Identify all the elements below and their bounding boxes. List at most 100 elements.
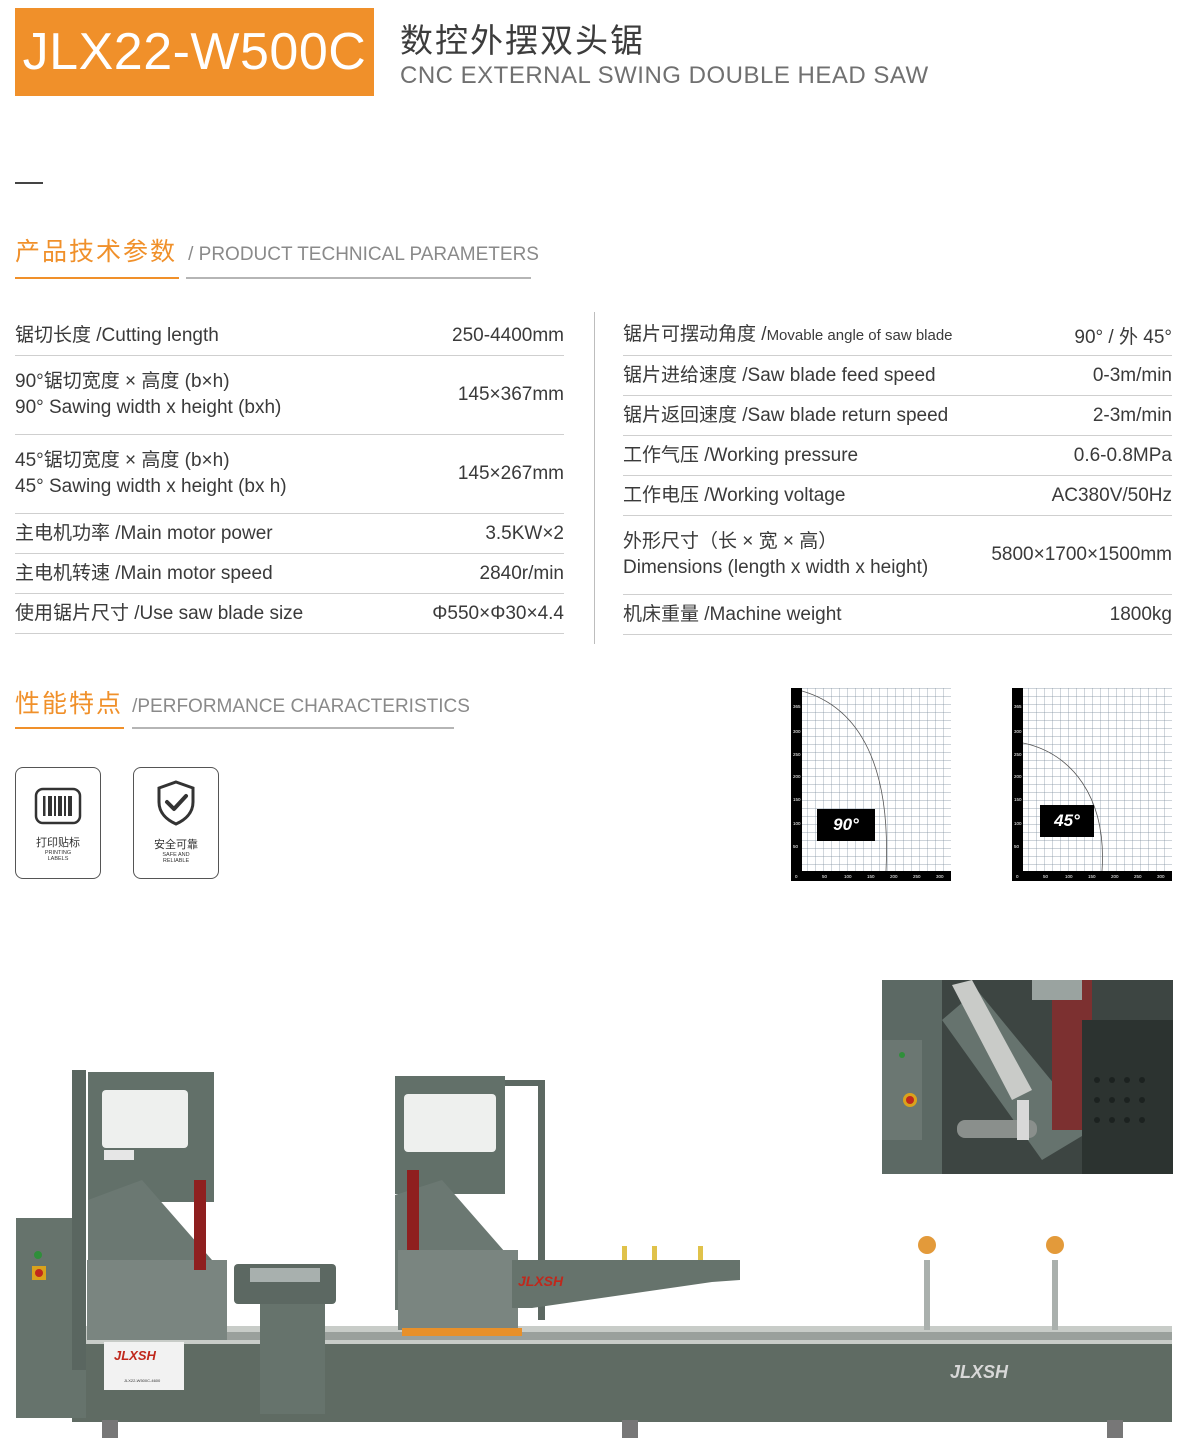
x-tick: 250 (913, 874, 921, 879)
y-tick: 250 (793, 752, 801, 757)
x-tick: 250 (1134, 874, 1142, 879)
param-value: 2840r/min (479, 562, 565, 584)
param-label-en: 90° Sawing width x height (bxh) (15, 397, 282, 418)
params-section-heading: 产品技术参数 / PRODUCT TECHNICAL PARAMETERS (15, 232, 539, 268)
x-tick: 300 (936, 874, 944, 879)
perf-title-en: /PERFORMANCE CHARACTERISTICS (132, 696, 470, 717)
machine-photo: JLXSH JLXSH JLXSH JLX22-W500C-4600 (12, 1060, 1177, 1445)
column-divider (594, 312, 595, 644)
perf-underline-grey (132, 727, 454, 729)
grid-graph: 365 300 250 200 150 100 50 0 50 100 150 … (791, 688, 951, 881)
y-tick: 150 (1014, 797, 1022, 802)
x-tick: 200 (890, 874, 898, 879)
plate-model-text: JLX22-W500C-4600 (124, 1378, 161, 1383)
x-tick: 50 (822, 874, 828, 879)
param-label: 机床重量 /Machine weight (623, 603, 842, 625)
param-value: 90° / 外 45° (1074, 327, 1172, 348)
y-tick: 200 (1014, 774, 1022, 779)
param-row: 45°锯切宽度 × 高度 (b×h) 45° Sawing width x he… (15, 435, 564, 514)
params-table-left: 锯切长度 /Cutting length 250-4400mm 90°锯切宽度 … (15, 316, 564, 634)
param-label: 工作气压 /Working pressure (623, 444, 859, 466)
param-label-en: Movable angle of saw blade (766, 327, 953, 344)
x-tick: 100 (844, 874, 852, 879)
param-label-cn: 外形尺寸（长 × 宽 × 高） (623, 531, 838, 552)
param-label-cn: 45°锯切宽度 × 高度 (b×h) (15, 450, 230, 471)
x-tick: 100 (1065, 874, 1073, 879)
params-underline-grey (186, 277, 531, 279)
product-title-cn: 数控外摆双头锯 (400, 21, 645, 60)
param-value: Φ550×Φ30×4.4 (432, 602, 564, 624)
param-label: 锯片可摆动角度 /Movable angle of saw blade (623, 322, 953, 349)
feature-printing-labels: 打印贴标 PRINTING LABELS (15, 767, 101, 879)
param-row: 锯切长度 /Cutting length 250-4400mm (15, 316, 564, 356)
perf-title-cn: 性能特点 (15, 689, 124, 718)
y-tick: 250 (1014, 752, 1022, 757)
param-value: 3.5KW×2 (485, 522, 564, 544)
param-label: 外形尺寸（长 × 宽 × 高） Dimensions (length x wid… (623, 529, 928, 581)
y-tick: 365 (793, 704, 801, 709)
shield-check-icon (157, 780, 195, 826)
feature-safe-reliable: 安全可靠 SAFE AND RELIABLE (133, 767, 219, 879)
y-tick: 365 (1014, 704, 1022, 709)
perf-section-heading: 性能特点 /PERFORMANCE CHARACTERISTICS (15, 684, 470, 720)
param-label: 锯片进给速度 /Saw blade feed speed (623, 364, 936, 386)
brand-logo-arm: JLXSH (518, 1273, 564, 1289)
feature-label-en: LABELS (47, 856, 69, 862)
feature-label-en: RELIABLE (162, 858, 190, 864)
param-label: 主电机功率 /Main motor power (15, 522, 273, 544)
brand-logo-base: JLXSH (950, 1362, 1009, 1382)
decorative-dash (15, 182, 43, 184)
param-row: 主电机功率 /Main motor power 3.5KW×2 (15, 514, 564, 554)
param-label: 45°锯切宽度 × 高度 (b×h) 45° Sawing width x he… (15, 448, 287, 500)
x-tick: 50 (1043, 874, 1049, 879)
param-value: 2-3m/min (1092, 404, 1172, 426)
param-label: 使用锯片尺寸 /Use saw blade size (15, 602, 304, 624)
param-row: 工作电压 /Working voltage AC380V/50Hz (623, 476, 1172, 516)
grid-graph: 365 300 250 200 150 100 50 0 50 100 150 … (1012, 688, 1172, 881)
y-tick: 50 (793, 844, 799, 849)
param-value: AC380V/50Hz (1051, 484, 1172, 506)
param-value: 0.6-0.8MPa (1073, 444, 1172, 466)
param-value: 0-3m/min (1092, 364, 1172, 386)
feature-label-en: PRINTING (44, 850, 72, 856)
param-label-en: Dimensions (length x width x height) (623, 557, 929, 578)
barcode-icon (34, 787, 82, 825)
perf-underline-orange (15, 727, 124, 729)
cutting-range-graph-45: 365 300 250 200 150 100 50 0 50 100 150 … (1012, 688, 1172, 881)
x-tick: 300 (1157, 874, 1165, 879)
param-label-cn: 90°锯切宽度 × 高度 (b×h) (15, 371, 230, 392)
param-label: 锯片返回速度 /Saw blade return speed (623, 404, 949, 426)
param-label: 主电机转速 /Main motor speed (15, 562, 273, 584)
param-row: 使用锯片尺寸 /Use saw blade size Φ550×Φ30×4.4 (15, 594, 564, 634)
param-row: 90°锯切宽度 × 高度 (b×h) 90° Sawing width x he… (15, 356, 564, 435)
param-label-cn: 锯片可摆动角度 / (623, 324, 767, 345)
params-title-cn: 产品技术参数 (15, 237, 178, 266)
params-underline-orange (15, 277, 179, 279)
param-value: 5800×1700×1500mm (991, 544, 1172, 565)
x-tick: 150 (867, 874, 875, 879)
params-table-right: 锯片可摆动角度 /Movable angle of saw blade 90° … (623, 316, 1172, 635)
param-row: 锯片可摆动角度 /Movable angle of saw blade 90° … (623, 316, 1172, 356)
param-value: 1800kg (1109, 603, 1172, 625)
y-tick: 100 (1014, 821, 1022, 826)
y-tick: 300 (1014, 729, 1022, 734)
y-tick: 300 (793, 729, 801, 734)
y-tick: 50 (1014, 844, 1020, 849)
param-value: 145×367mm (457, 384, 564, 405)
param-value: 250-4400mm (452, 324, 564, 346)
param-label: 锯切长度 /Cutting length (15, 324, 219, 346)
x-tick: 150 (1088, 874, 1096, 879)
x-tick: 0 (1016, 874, 1019, 879)
param-row: 锯片返回速度 /Saw blade return speed 2-3m/min (623, 396, 1172, 436)
params-title-en: / PRODUCT TECHNICAL PARAMETERS (188, 244, 539, 265)
x-tick: 0 (795, 874, 798, 879)
param-label: 工作电压 /Working voltage (623, 484, 846, 506)
param-row: 外形尺寸（长 × 宽 × 高） Dimensions (length x wid… (623, 516, 1172, 595)
y-tick: 200 (793, 774, 801, 779)
product-title-en: CNC EXTERNAL SWING DOUBLE HEAD SAW (400, 62, 929, 89)
param-row: 锯片进给速度 /Saw blade feed speed 0-3m/min (623, 356, 1172, 396)
saw-head-detail-photo (882, 980, 1173, 1174)
param-row: 机床重量 /Machine weight 1800kg (623, 595, 1172, 635)
y-tick: 150 (793, 797, 801, 802)
param-label-en: 45° Sawing width x height (bx h) (15, 476, 287, 497)
